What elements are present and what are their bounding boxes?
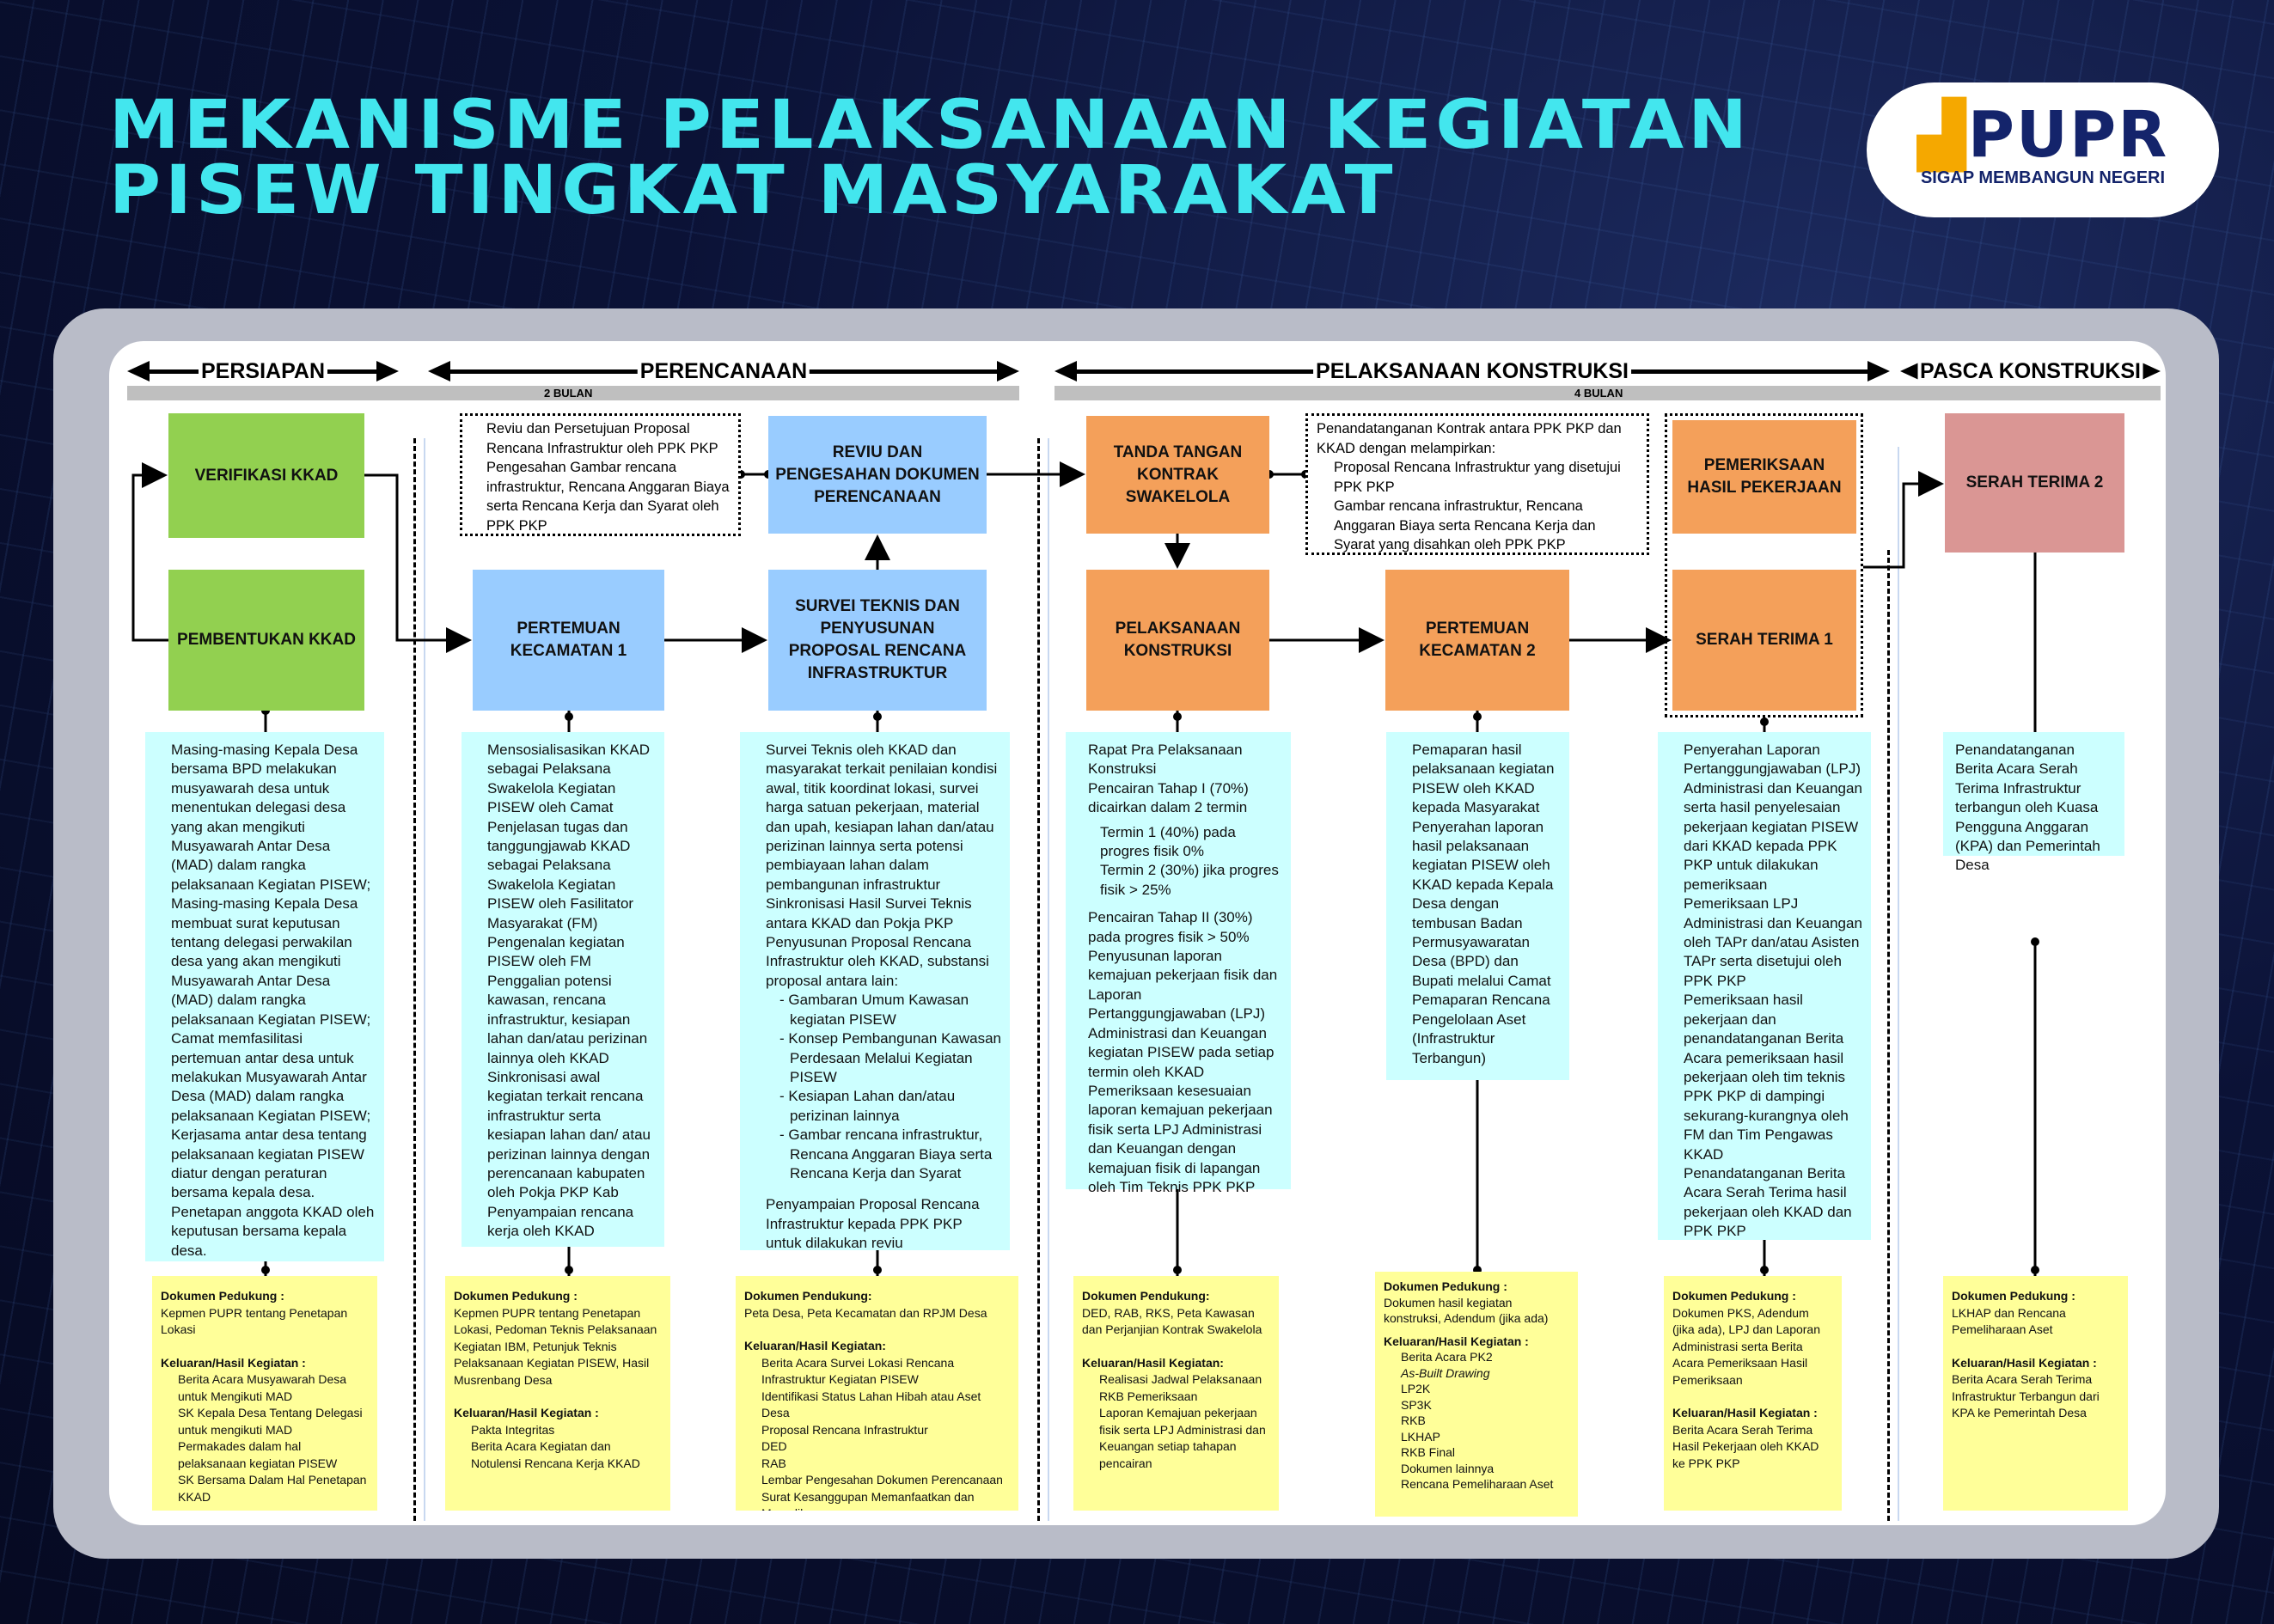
pemeriksaan-group-outline xyxy=(1665,413,1863,717)
arrow-serah1-to-serah2 xyxy=(1863,471,1944,569)
logo-mark: ▟PUPR xyxy=(1916,98,2169,172)
duration-bar-2-bulan: 2 BULAN xyxy=(127,386,1019,400)
step-survei-teknis: SURVEI TEKNIS DAN PENYUSUNAN PROPOSAL RE… xyxy=(768,570,987,711)
phase-separator xyxy=(1898,447,1899,1521)
duration-bar-4-bulan: 4 BULAN xyxy=(1054,386,2161,400)
outputs-persiapan: Dokumen Pedukung :Kepmen PUPR tentang Pe… xyxy=(152,1276,377,1511)
phase-persiapan: PERSIAPAN xyxy=(127,359,399,383)
activities-persiapan: Masing-masing Kepala Desa bersama BPD me… xyxy=(145,732,384,1261)
step-tanda-tangan-kontrak: TANDA TANGAN KONTRAK SWAKELOLA xyxy=(1086,416,1269,534)
outputs-survei: Dokumen Pendukung:Peta Desa, Peta Kecama… xyxy=(736,1276,1018,1511)
phase-separator xyxy=(1048,438,1049,1521)
phase-perencanaan: PERENCANAAN xyxy=(428,359,1019,383)
outputs-pertemuan-2: Dokumen Pedukung :Dokumen hasil kegiatan… xyxy=(1375,1272,1578,1517)
logo-tagline: SIGAP MEMBANGUN NEGERI xyxy=(1920,168,2166,187)
outputs-pelaksanaan: Dokumen Pendukung:DED, RAB, RKS, Peta Ka… xyxy=(1073,1276,1279,1511)
phase-separator xyxy=(413,438,416,1521)
step-pelaksanaan-konstruksi: PELAKSANAAN KONSTRUKSI xyxy=(1086,570,1269,711)
activities-survei: Survei Teknis oleh KKAD dan masyarakat t… xyxy=(740,732,1010,1251)
outputs-pertemuan-1: Dokumen Pedukung :Kepmen PUPR tentang Pe… xyxy=(445,1276,670,1511)
phase-separator xyxy=(1887,550,1890,1521)
phase-pelaksanaan-konstruksi: PELAKSANAAN KONSTRUKSI xyxy=(1054,359,1890,383)
activities-pertemuan-1: Mensosialisasikan KKAD sebagai Pelaksana… xyxy=(462,732,664,1247)
outputs-serah-terima-1: Dokumen Pedukung :Dokumen PKS, Adendum (… xyxy=(1664,1276,1842,1511)
step-reviu-pengesahan: REVIU DAN PENGESAHAN DOKUMEN PERENCANAAN xyxy=(768,416,987,534)
note-kontrak: Penandatanganan Kontrak antara PPK PKP d… xyxy=(1305,413,1649,555)
arrow-pembentukan-to-verifikasi xyxy=(131,462,168,642)
note-reviu: Reviu dan Persetujuan Proposal Rencana I… xyxy=(460,413,741,536)
step-pertemuan-kecamatan-2: PERTEMUAN KECAMATAN 2 xyxy=(1385,570,1569,711)
step-pembentukan-kkad: PEMBENTUKAN KKAD xyxy=(168,570,364,711)
output-rencana-pemeliharaan-aset: Rencana Pemeliharaan Aset xyxy=(1401,1477,1554,1491)
activities-pertemuan-2: Pemaparan hasil pelaksanaan kegiatan PIS… xyxy=(1386,732,1569,1080)
activities-serah-terima-2: Penandatanganan Berita Acara Serah Terim… xyxy=(1943,732,2124,873)
outputs-serah-terima-2: Dokumen Pedukung :LKHAP dan Rencana Peme… xyxy=(1943,1276,2128,1511)
activities-serah-terima-1: Penyerahan Laporan Pertanggungjawaban (L… xyxy=(1658,732,1871,1240)
step-verifikasi-kkad: VERIFIKASI KKAD xyxy=(168,413,364,538)
pupr-logo: ▟PUPR SIGAP MEMBANGUN NEGERI xyxy=(1867,82,2219,217)
step-pertemuan-kecamatan-1: PERTEMUAN KECAMATAN 1 xyxy=(473,570,664,711)
step-serah-terima-2: SERAH TERIMA 2 xyxy=(1945,413,2124,553)
arrow-verifikasi-to-pertemuan1 xyxy=(364,473,472,653)
step-serah-terima-1: SERAH TERIMA 1 xyxy=(1672,570,1856,711)
phase-pasca-konstruksi: PASCA KONSTRUKSI xyxy=(1900,359,2161,383)
phase-separator xyxy=(1037,438,1040,1521)
step-pemeriksaan-hasil: PEMERIKSAAN HASIL PEKERJAAN xyxy=(1672,420,1856,534)
phase-separator xyxy=(424,438,425,1521)
